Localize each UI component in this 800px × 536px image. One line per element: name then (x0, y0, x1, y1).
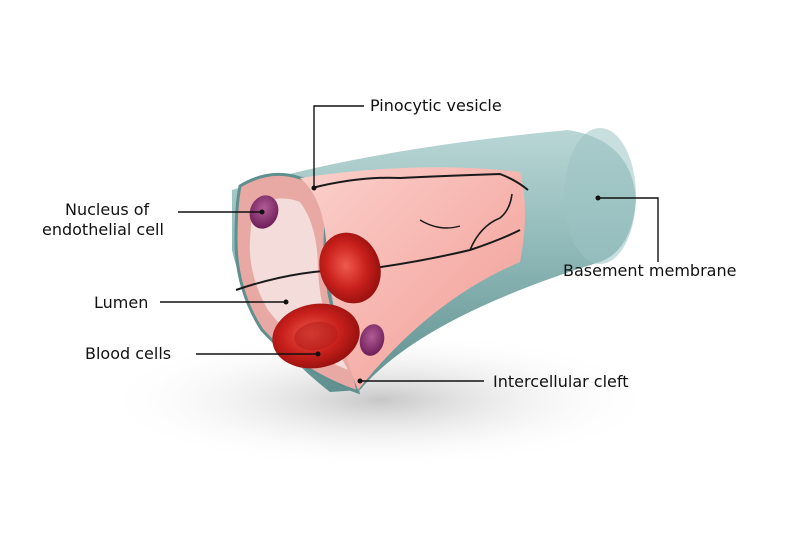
label-nucleus-line2: endothelial cell (42, 220, 164, 239)
label-blood-cells: Blood cells (85, 344, 172, 363)
label-basement-membrane: Basement membrane (563, 261, 737, 280)
leader-basement-membrane (598, 197, 659, 262)
leader-lines (160, 105, 659, 384)
label-nucleus-line1: Nucleus of (65, 200, 150, 219)
label-pinocytic-vesicle: Pinocytic vesicle (370, 96, 502, 115)
label-lumen: Lumen (94, 293, 149, 312)
label-intercellular-cleft: Intercellular cleft (493, 372, 629, 391)
cast-shadow (100, 330, 660, 470)
leader-pinocytic-vesicle (313, 105, 364, 188)
blood-cells (272, 232, 381, 369)
